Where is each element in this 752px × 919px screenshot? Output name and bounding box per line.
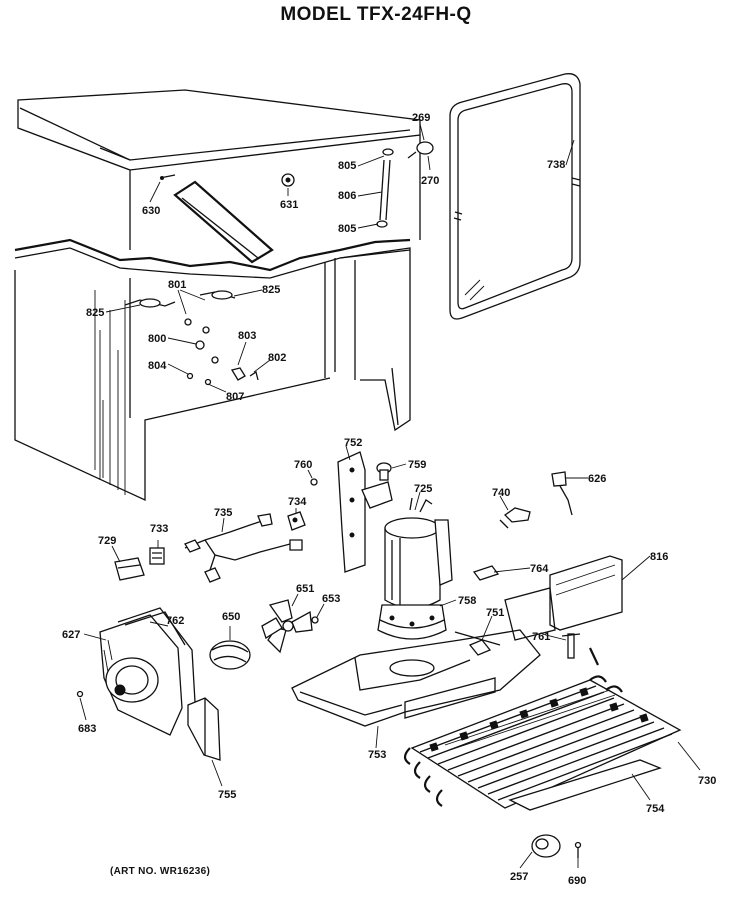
label-653: 653 [322,593,340,605]
label-631: 631 [280,199,298,211]
base-pan-753 [291,629,541,727]
label-825-left: 825 [86,307,104,319]
label-626: 626 [588,473,606,485]
label-755: 755 [218,789,236,801]
part-735-harness [184,513,303,583]
label-800: 800 [148,333,166,345]
label-753: 753 [368,749,386,761]
label-754: 754 [646,803,665,815]
label-802: 802 [268,352,286,364]
label-805-bottom: 805 [338,223,356,235]
label-825-right: 825 [262,284,280,296]
part-number-labels: 269 270 738 805 806 805 630 631 801 825 … [62,112,716,887]
label-807: 807 [226,391,244,403]
label-803: 803 [238,330,256,342]
part-760 [310,478,318,486]
label-270: 270 [421,175,439,187]
label-729: 729 [98,535,116,547]
compressor-725 [377,497,453,640]
label-690: 690 [568,875,586,887]
part-764 [472,565,500,581]
label-762: 762 [166,615,184,627]
label-805-top: 805 [338,160,356,172]
screw-683 [76,690,84,698]
bracket-755 [187,697,221,761]
label-816: 816 [650,551,668,563]
leader-lines [79,123,701,869]
part-740 [499,507,531,529]
label-752: 752 [344,437,362,449]
label-269: 269 [412,112,430,124]
label-740: 740 [492,487,510,499]
door-gasket-738 [449,73,581,320]
label-627: 627 [62,629,80,641]
label-650: 650 [222,611,240,623]
label-760: 760 [294,459,312,471]
label-683: 683 [78,723,96,735]
nut-653 [311,616,319,624]
part-729 [114,557,145,581]
label-630: 630 [142,205,160,217]
label-759: 759 [408,459,426,471]
label-738: 738 [547,159,565,171]
fan-motor-650 [209,640,251,670]
grommet-759 [376,462,392,481]
part-761 [561,633,581,659]
part-626 [551,471,573,516]
label-735: 735 [214,507,232,519]
part-733 [149,547,165,565]
label-804: 804 [148,360,167,372]
part-257 [531,834,561,858]
label-730: 730 [698,775,716,787]
label-751: 751 [486,607,504,619]
label-257: 257 [510,871,528,883]
label-725: 725 [414,483,432,495]
label-764: 764 [530,563,549,575]
part-754 [508,759,662,811]
label-806: 806 [338,190,356,202]
label-733: 733 [150,523,168,535]
diagram-title: MODEL TFX-24FH-Q [280,4,472,25]
label-801: 801 [168,279,186,291]
cabinet-assembly [14,89,434,502]
condenser-coil-730 [403,647,682,809]
label-734: 734 [288,496,307,508]
fan-shroud-627 [99,607,196,736]
label-758: 758 [458,595,476,607]
panel-816 [504,555,623,641]
bracket-752 [337,451,393,573]
label-651: 651 [296,583,314,595]
part-751 [468,639,492,656]
screw-690 [574,841,582,858]
fan-blade-651 [261,599,313,654]
art-number: (ART NO. WR16236) [110,866,211,877]
label-761: 761 [532,631,550,643]
part-734 [287,511,306,531]
